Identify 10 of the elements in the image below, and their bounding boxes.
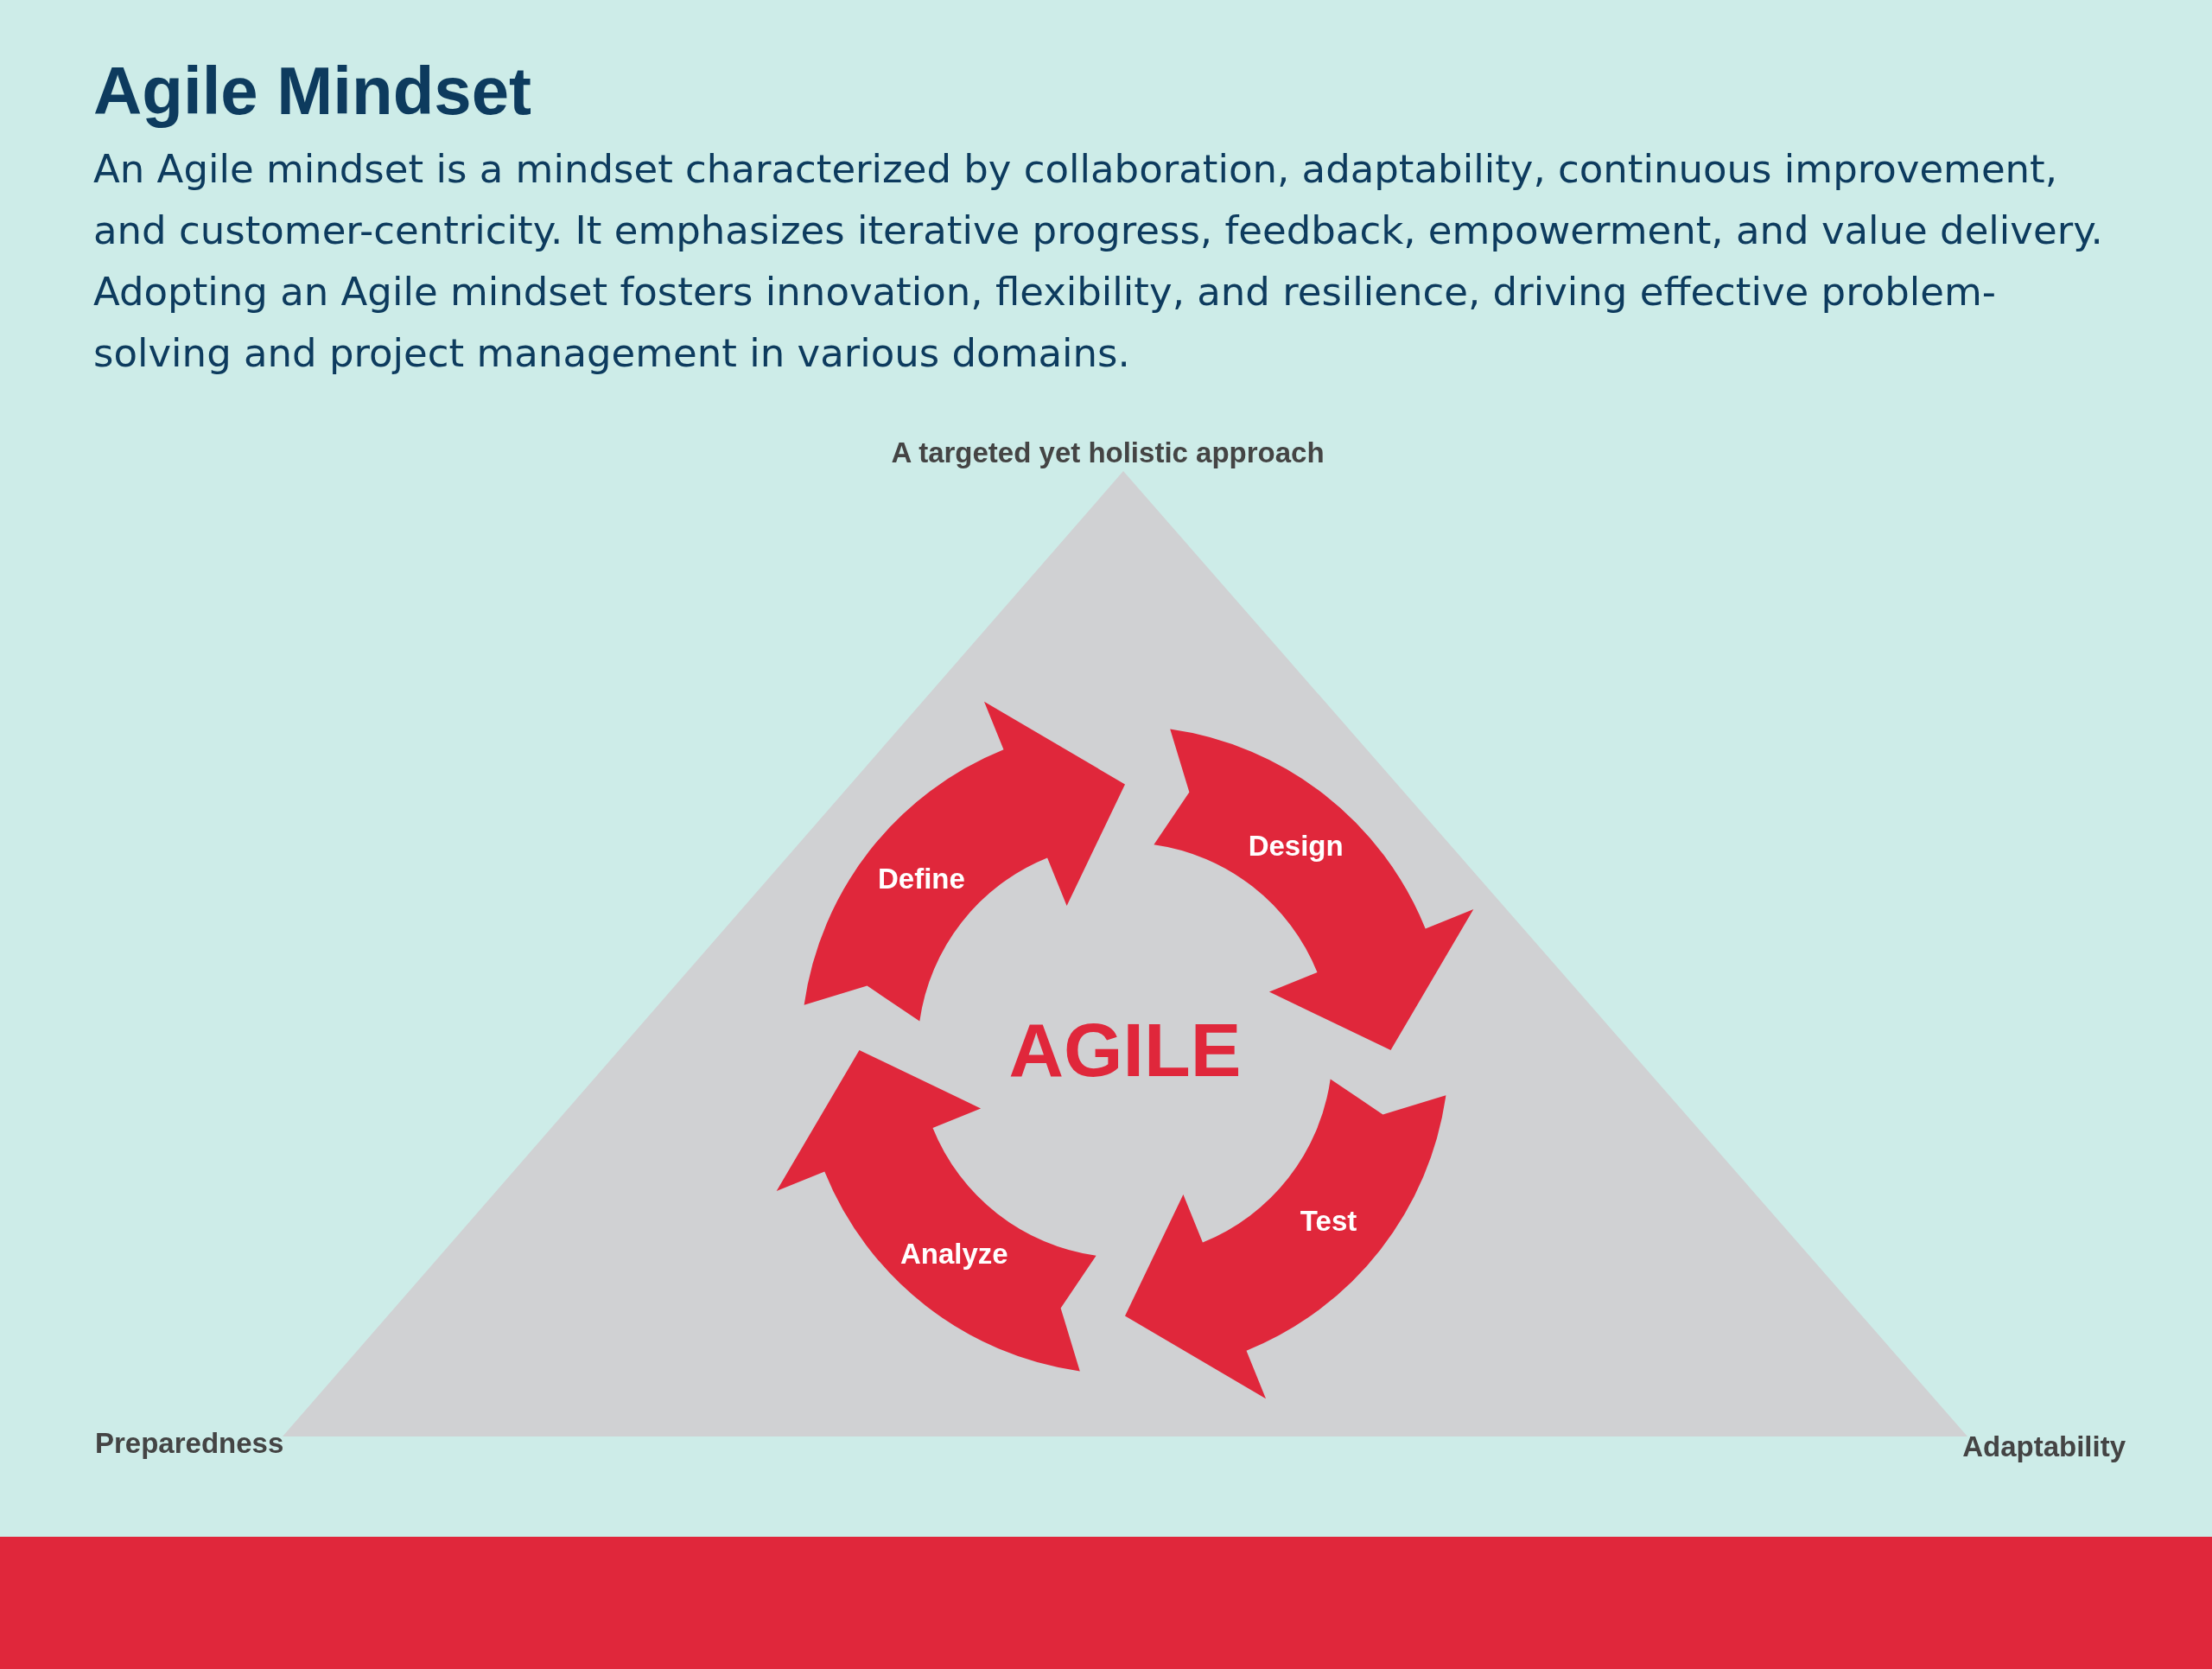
arrow-label: Analyze — [899, 1237, 1008, 1271]
arrow-label: Test — [1300, 1204, 1357, 1238]
corner-label: Adaptability — [1962, 1430, 2126, 1463]
center-label: AGILE — [1008, 1006, 1242, 1094]
corner-label: A targeted yet holistic approach — [891, 436, 1325, 469]
arrow-label: Design — [1248, 830, 1344, 863]
corner-label: Preparedness — [95, 1427, 284, 1460]
arrow-label: Define — [878, 863, 965, 896]
title: Agile Mindset — [93, 52, 532, 131]
description-paragraph: An Agile mindset is a mindset characterized by collaboration, adaptability, continuous improvement, and customer-centricity. It emphasizes iterative progress, feedback, empowerment, and value delivery. Adopting an Agile mindset fosters innovation, flexibility, and resilience, driving effective problem-solving and project management in various domains. — [93, 145, 2104, 378]
